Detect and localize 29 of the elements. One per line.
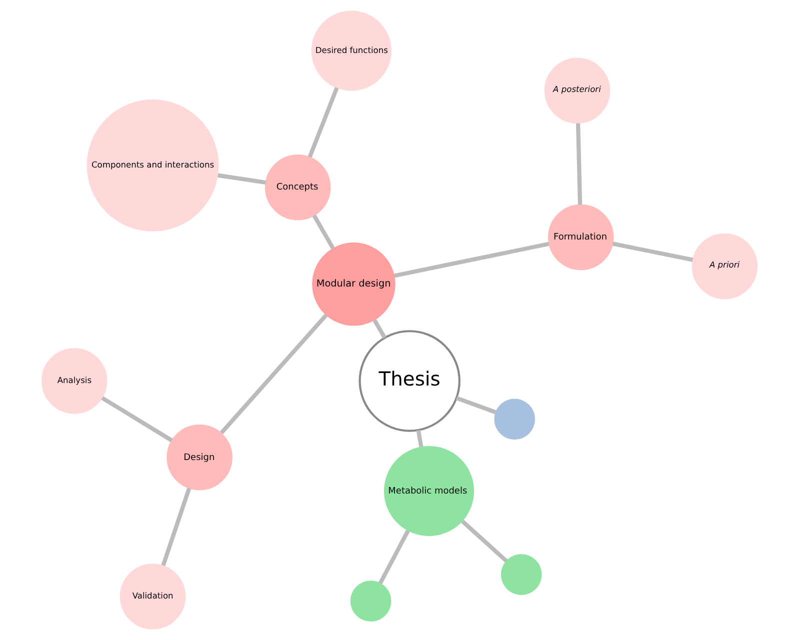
node-circle: A priori (691, 233, 758, 300)
node-circle: A posteriori (544, 58, 610, 124)
connector (460, 520, 508, 563)
node-circle: Design (166, 424, 232, 490)
node-circle: Validation (119, 564, 186, 630)
node-circle: Thesis (358, 330, 460, 432)
connector (100, 396, 172, 442)
node-circle (350, 580, 391, 622)
node-circle: Metabolic models (383, 446, 474, 536)
connector (378, 530, 410, 584)
connector (612, 242, 693, 262)
connector (576, 123, 582, 205)
connector (312, 214, 334, 250)
node-circle (500, 554, 542, 595)
connector (217, 173, 266, 185)
connector (455, 396, 496, 414)
node-circle: Components and interactions (86, 99, 218, 232)
node-circle (494, 398, 535, 440)
connector (219, 314, 328, 434)
connector (416, 430, 423, 448)
connector (393, 242, 549, 278)
node-circle: Concepts (264, 154, 330, 220)
node-circle: Analysis (40, 348, 107, 414)
node-circle: Desired functions (310, 10, 391, 91)
node-circle: Formulation (547, 204, 614, 270)
connector (372, 319, 386, 339)
node-circle: Modular design (312, 242, 395, 326)
connector (307, 87, 338, 158)
connector (160, 488, 191, 566)
